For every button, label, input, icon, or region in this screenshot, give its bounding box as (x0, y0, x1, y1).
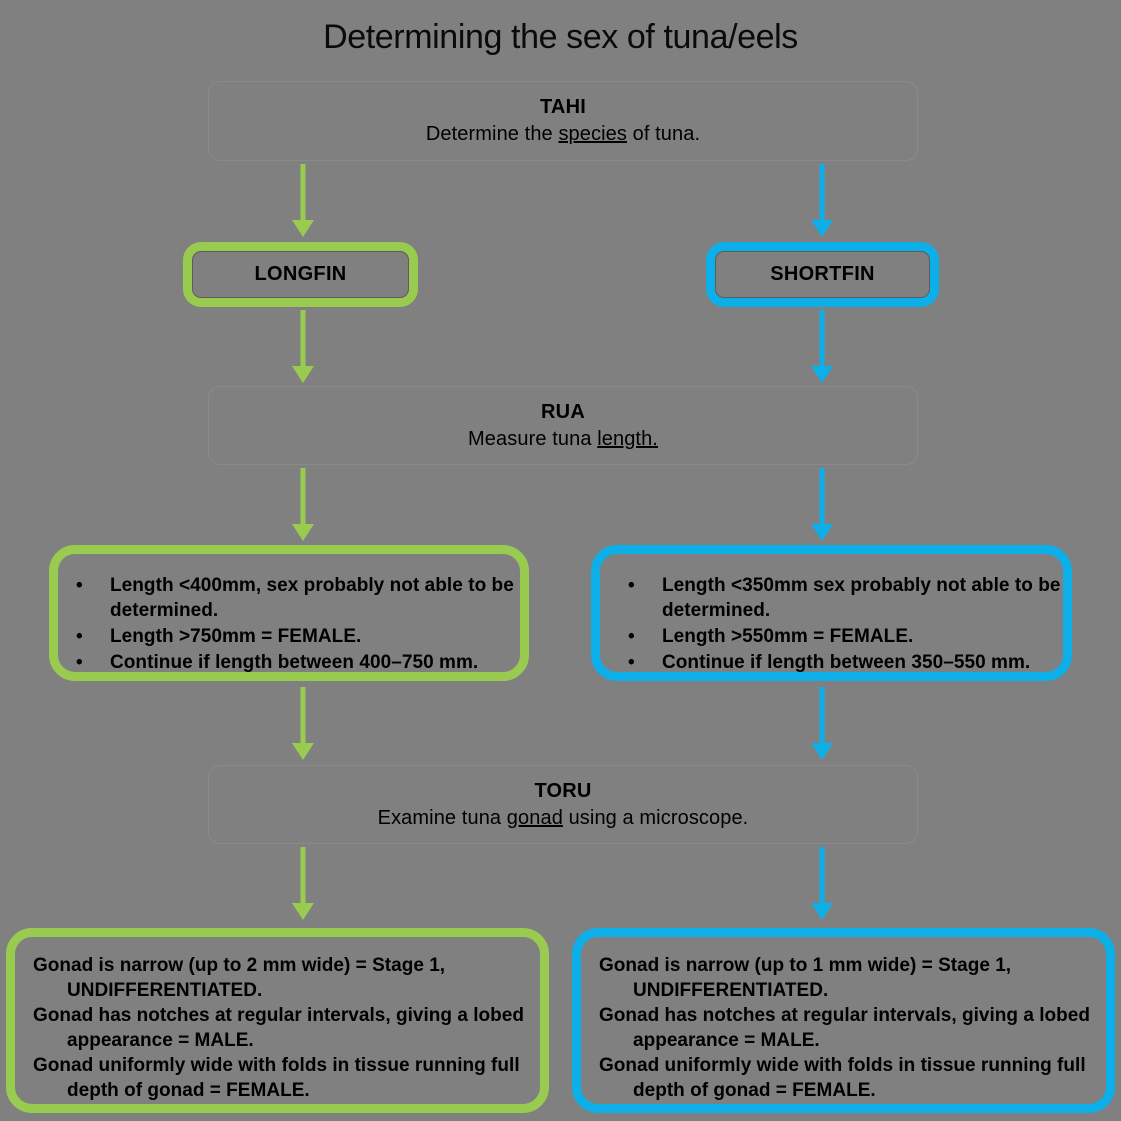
list-item: • Continue if length between 350–550 mm. (600, 650, 1063, 675)
arrow-head (811, 903, 833, 920)
list-item-text: Continue if length between 350–550 mm. (662, 652, 1031, 673)
step-box-toru: TORU Examine tuna gonad using a microsco… (208, 765, 918, 844)
step-tahi-desc-after: of tuna. (626, 123, 701, 145)
species-longfin-label: LONGFIN (192, 251, 409, 298)
arrow-tahi-to-shortfin (804, 164, 840, 237)
arrow-shaft (300, 310, 306, 368)
step-rua-description: Measure tuna length. (468, 426, 658, 453)
longfin-length-rule-list: • Length <400mm, sex probably not able t… (58, 554, 520, 675)
bullet-glyph: • (76, 575, 83, 596)
length-rules-box-shortfin: • Length <350mm sex probably not able to… (591, 545, 1072, 681)
arrow-head (811, 743, 833, 760)
list-item: • Length >750mm = FEMALE. (58, 624, 520, 649)
step-tahi-name: TAHI (540, 96, 586, 118)
step-toru-description: Examine tuna gonad using a microscope. (378, 805, 749, 832)
arrow-head (811, 220, 833, 237)
arrow-head (292, 743, 314, 760)
bullet-glyph: • (76, 626, 83, 647)
arrow-head (811, 524, 833, 541)
arrow-longfin-lengths-to-toru (285, 687, 321, 760)
arrow-longfin-to-rua (285, 310, 321, 383)
bullet-glyph: • (628, 652, 635, 673)
step-box-rua: RUA Measure tuna length. (208, 386, 918, 465)
arrow-head (292, 903, 314, 920)
step-toru-desc-underlined: gonad (506, 806, 563, 829)
gonad-results-box-longfin: Gonad is narrow (up to 2 mm wide) = Stag… (6, 928, 549, 1113)
arrow-toru-to-longfin-gonad (285, 847, 321, 920)
list-item: • Length <350mm sex probably not able to… (600, 573, 1063, 623)
step-toru-desc-before: Examine tuna (377, 806, 507, 829)
arrow-head (292, 366, 314, 383)
shortfin-length-rule-list: • Length <350mm sex probably not able to… (600, 554, 1063, 675)
arrow-toru-to-shortfin-gonad (804, 847, 840, 920)
arrow-head (292, 220, 314, 237)
arrow-shaft (819, 847, 825, 905)
step-rua-desc-before: Measure tuna (468, 427, 598, 450)
list-item: • Length <400mm, sex probably not able t… (58, 573, 520, 623)
bullet-glyph: • (628, 626, 635, 647)
list-item-text: Length >550mm = FEMALE. (662, 626, 914, 647)
longfin-gonad-result-list: Gonad is narrow (up to 2 mm wide) = Stag… (15, 937, 540, 1103)
gonad-results-box-shortfin: Gonad is narrow (up to 1 mm wide) = Stag… (572, 928, 1115, 1113)
gonad-result-line: Gonad has notches at regular intervals, … (33, 1005, 524, 1051)
arrow-shaft (300, 687, 306, 745)
list-item-text: Continue if length between 400–750 mm. (110, 652, 479, 673)
gonad-result-line: Gonad uniformly wide with folds in tissu… (33, 1055, 520, 1101)
list-item: • Length >550mm = FEMALE. (600, 624, 1063, 649)
step-tahi-desc-before: Determine the (425, 123, 559, 145)
bullet-glyph: • (628, 575, 635, 596)
step-tahi-desc-underlined: species (558, 123, 627, 145)
arrow-rua-to-longfin-lengths (285, 468, 321, 541)
arrow-shaft (300, 847, 306, 905)
list-item: • Continue if length between 400–750 mm. (58, 650, 520, 675)
species-box-longfin[interactable]: LONGFIN (183, 242, 418, 307)
step-toru-desc-after: using a microscope. (562, 806, 749, 829)
gonad-result-line: Gonad has notches at regular intervals, … (599, 1005, 1090, 1051)
step-toru-name: TORU (534, 779, 592, 802)
step-box-tahi: TAHI Determine the species of tuna. (208, 81, 918, 161)
arrow-head (292, 524, 314, 541)
arrow-shaft (819, 687, 825, 745)
step-rua-desc-underlined: length. (597, 427, 658, 450)
arrow-shaft (300, 468, 306, 526)
arrow-head (811, 366, 833, 383)
bullet-glyph: • (76, 652, 83, 673)
step-rua-name: RUA (541, 400, 585, 423)
gonad-result-line: Gonad is narrow (up to 1 mm wide) = Stag… (599, 955, 1012, 1001)
arrow-shaft (819, 164, 825, 222)
gonad-result-line: Gonad uniformly wide with folds in tissu… (599, 1055, 1086, 1101)
list-item-text: Length <400mm, sex probably not able to … (110, 575, 514, 621)
shortfin-gonad-result-list: Gonad is narrow (up to 1 mm wide) = Stag… (581, 937, 1106, 1103)
arrow-shortfin-to-rua (804, 310, 840, 383)
page-title: Determining the sex of tuna/eels (323, 18, 798, 56)
species-box-shortfin[interactable]: SHORTFIN (706, 242, 939, 307)
step-tahi-description: Determine the species of tuna. (426, 121, 700, 148)
arrow-shaft (819, 468, 825, 526)
list-item-text: Length >750mm = FEMALE. (110, 626, 362, 647)
list-item-text: Length <350mm sex probably not able to b… (662, 575, 1061, 621)
arrow-shortfin-lengths-to-toru (804, 687, 840, 760)
arrow-shaft (819, 310, 825, 368)
species-shortfin-label: SHORTFIN (715, 251, 930, 298)
length-rules-box-longfin: • Length <400mm, sex probably not able t… (49, 545, 529, 681)
gonad-result-line: Gonad is narrow (up to 2 mm wide) = Stag… (33, 955, 446, 1001)
arrow-tahi-to-longfin (285, 164, 321, 237)
arrow-shaft (300, 164, 306, 222)
arrow-rua-to-shortfin-lengths (804, 468, 840, 541)
